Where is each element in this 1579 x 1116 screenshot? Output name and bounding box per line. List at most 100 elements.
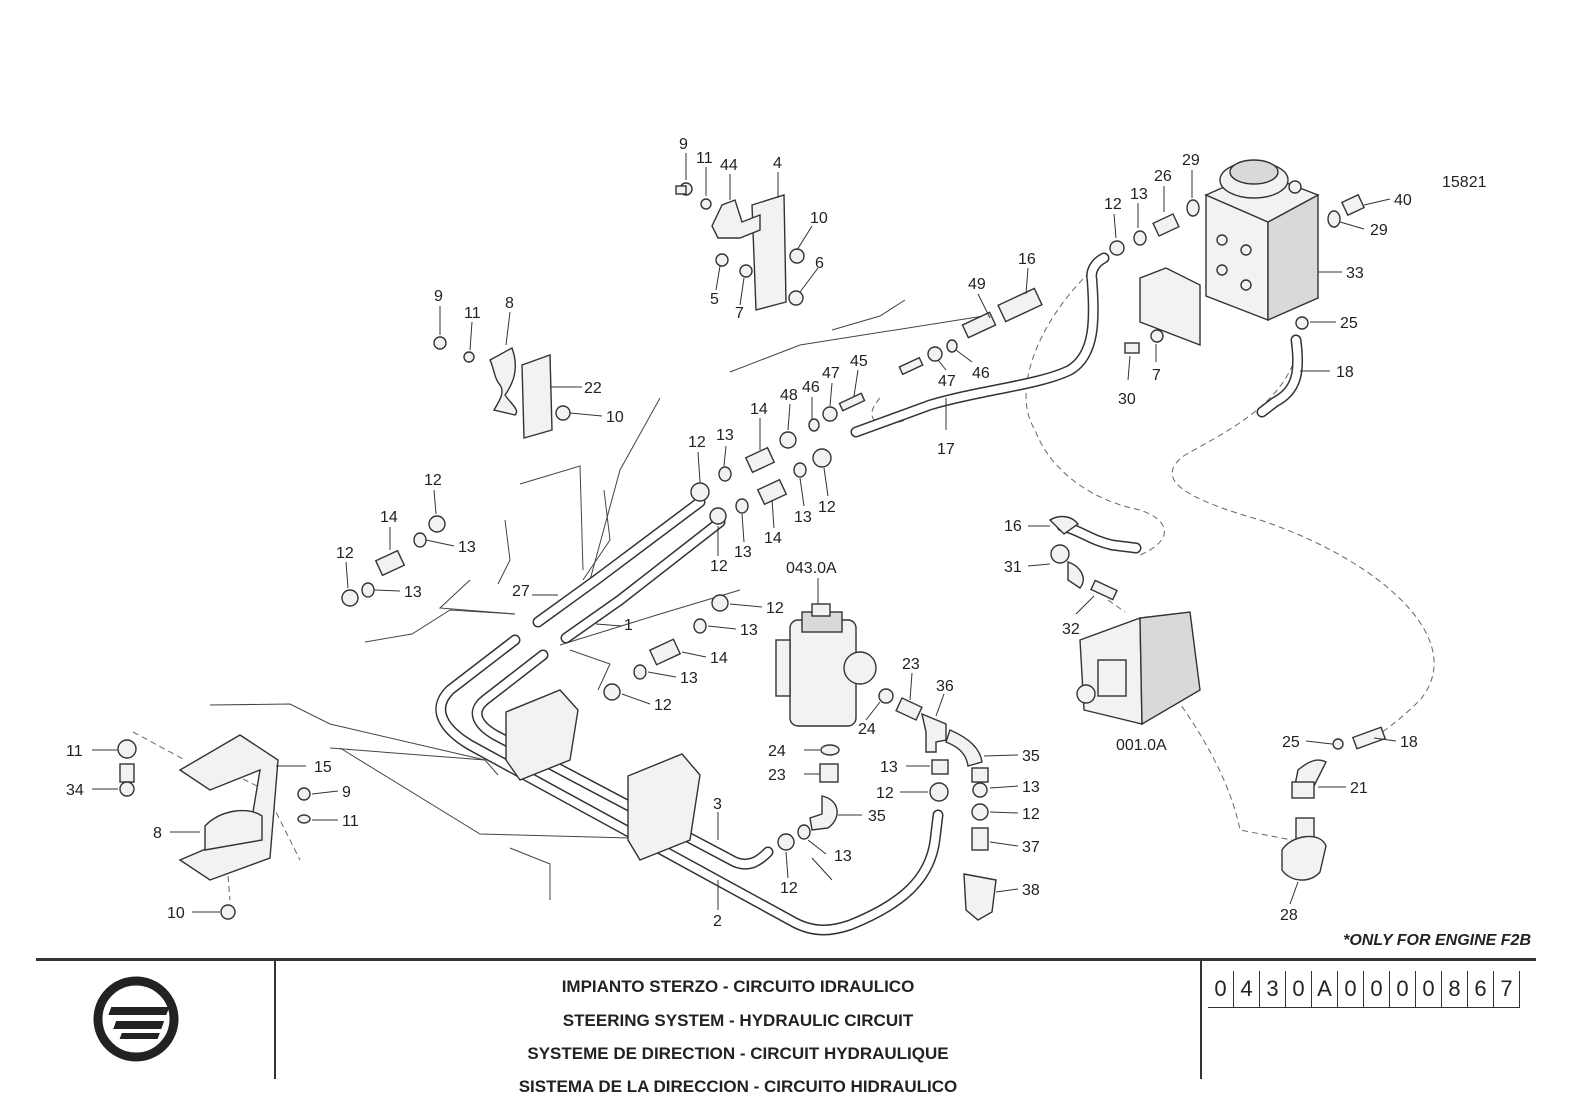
callout-label: 32 [1062, 621, 1080, 638]
callout-label: 25 [1282, 734, 1300, 751]
callout-label: 11 [696, 150, 713, 167]
callout-label: 27 [512, 583, 530, 600]
callout-label: 12 [1022, 806, 1040, 823]
callout-label: 7 [1152, 367, 1161, 384]
callout-label: 38 [1022, 882, 1040, 899]
callout-label: 13 [1130, 186, 1148, 203]
callout-label: 12 [336, 545, 354, 562]
callout-label: 12 [818, 499, 836, 516]
oil-tank [1109, 159, 1366, 354]
callout-label: 9 [679, 136, 688, 153]
callout-label: 24 [768, 743, 786, 760]
callout-label: 9 [434, 288, 443, 305]
callout-label: 13 [794, 509, 812, 526]
part-code-char: 3 [1260, 971, 1286, 1007]
part-code-char: 0 [1416, 971, 1442, 1007]
title-cell: IMPIANTO STERZO - CIRCUITO IDRAULICO STE… [276, 961, 1200, 1096]
callout-label: 31 [1004, 559, 1022, 576]
part-code-char: 6 [1468, 971, 1494, 1007]
exploded-parts-diagram: 15821 043.0A 001.0A 9 11 44 4 10 6 5 7 9… [66, 136, 1487, 936]
callout-label: 17 [937, 441, 955, 458]
footer-note: *ONLY FOR ENGINE F2B [1343, 932, 1531, 949]
callout-label: 13 [734, 544, 752, 561]
callout-label: 14 [710, 650, 728, 667]
callout-label: 33 [1346, 265, 1364, 282]
callout-label: 14 [750, 401, 768, 418]
callout-label: 12 [1104, 196, 1122, 213]
callout-label: 13 [458, 539, 476, 556]
callout-label: 14 [380, 509, 398, 526]
suction-fitting [1281, 726, 1387, 881]
callout-label: 13 [880, 759, 898, 776]
callout-labels: 15821 043.0A 001.0A 9 11 44 4 10 6 5 7 9… [66, 136, 1487, 930]
callout-label: 12 [654, 697, 672, 714]
callout-label: 21 [1350, 780, 1368, 797]
callout-label: 18 [1400, 734, 1418, 751]
callout-label: 23 [768, 767, 786, 784]
callout-label: 23 [902, 656, 920, 673]
part-code-char: 0 [1286, 971, 1312, 1007]
callout-label: 12 [424, 472, 442, 489]
part-code-char: 7 [1494, 971, 1520, 1007]
callout-label: 11 [66, 743, 83, 760]
clamp-brackets [117, 689, 701, 920]
callout-label: 14 [764, 530, 782, 547]
fittings-lower [777, 744, 997, 921]
fittings-left [341, 392, 866, 701]
callout-label: 10 [167, 905, 185, 922]
company-logo [93, 976, 179, 1062]
callout-label: 36 [936, 678, 954, 695]
part-code-char: 0 [1338, 971, 1364, 1007]
hydraulic-pump [1048, 515, 1201, 726]
callout-label: 26 [1154, 168, 1172, 185]
callout-label: 29 [1370, 222, 1388, 239]
callout-label: 25 [1340, 315, 1358, 332]
callout-label: 16 [1004, 518, 1022, 535]
dashed-routing [132, 271, 1435, 901]
title-english: STEERING SYSTEM - HYDRAULIC CIRCUIT [562, 1011, 914, 1030]
callout-label: 30 [1118, 391, 1136, 408]
callout-label: 18 [1336, 364, 1354, 381]
callout-label: 16 [1018, 251, 1036, 268]
callout-label: 40 [1394, 192, 1412, 209]
code-cell: 0 4 3 0 A 0 0 0 0 8 6 7 [1200, 961, 1538, 1079]
callout-label: 2 [713, 913, 722, 930]
part-code-char: 4 [1234, 971, 1260, 1007]
title-spanish: SISTEMA DE LA DIRECCION - CIRCUITO HIDRA… [518, 1077, 958, 1096]
callout-label: 44 [720, 157, 738, 174]
callout-label: 11 [342, 813, 359, 830]
assembly-ref-steering-unit: 043.0A [786, 560, 837, 577]
callout-label: 47 [938, 373, 956, 390]
callout-label: 24 [858, 721, 876, 738]
callout-label: 22 [584, 380, 602, 397]
callout-label: 10 [606, 409, 624, 426]
title-italian: IMPIANTO STERZO - CIRCUITO IDRAULICO [561, 977, 915, 996]
callout-label: 13 [834, 848, 852, 865]
drawing-number: 15821 [1442, 174, 1487, 191]
hose-16-fittings [898, 287, 1043, 376]
logo-cell [36, 961, 276, 1079]
callout-label: 29 [1182, 152, 1200, 169]
callout-label: 12 [688, 434, 706, 451]
part-code-char: 0 [1364, 971, 1390, 1007]
part-code-char: A [1312, 971, 1338, 1007]
callout-label: 13 [680, 670, 698, 687]
callout-label: 13 [716, 427, 734, 444]
upper-bracket-assembly [675, 182, 805, 311]
callout-label: 13 [404, 584, 422, 601]
part-code-char: 0 [1390, 971, 1416, 1007]
pipes [435, 252, 1304, 936]
callout-label: 35 [868, 808, 886, 825]
callout-label: 46 [972, 365, 990, 382]
bracket-22-assembly [433, 336, 571, 439]
assembly-ref-pump: 001.0A [1116, 737, 1167, 754]
callout-label: 13 [740, 622, 758, 639]
callout-label: 8 [505, 295, 514, 312]
callout-label: 12 [710, 558, 728, 575]
callout-label: 4 [773, 155, 782, 172]
callout-label: 45 [850, 353, 868, 370]
callout-label: 12 [876, 785, 894, 802]
callout-label: 1 [624, 617, 633, 634]
callout-label: 8 [153, 825, 162, 842]
callout-label: 3 [713, 796, 722, 813]
